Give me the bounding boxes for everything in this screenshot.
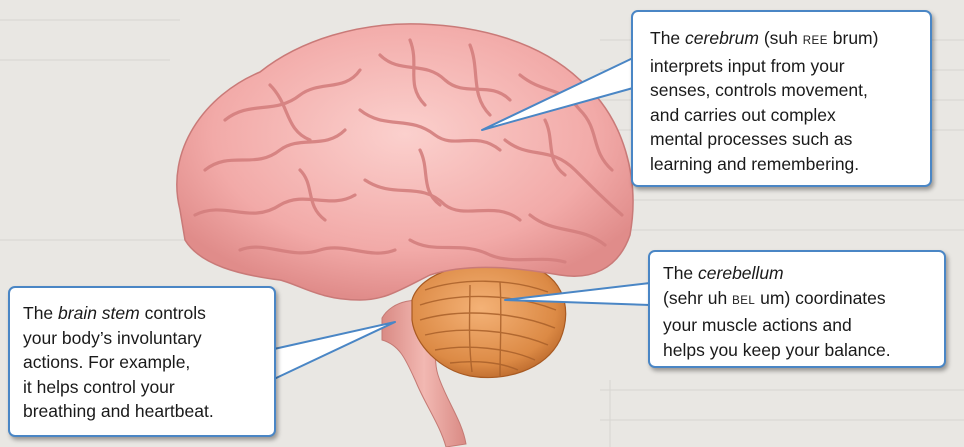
brainstem-callout: The brain stem controls your body’s invo… (8, 286, 276, 437)
cerebellum-line-4: helps you keep your balance. (663, 339, 891, 360)
cerebellum-stressed-syllable: BEL (732, 294, 756, 307)
cerebrum-line-3: senses, controls movement, (650, 80, 868, 100)
cerebrum-line-6: learning and remembering. (650, 153, 860, 174)
cerebellum-line-1: The cerebellum (663, 261, 938, 286)
brainstem-line-3: actions. For example, (23, 352, 191, 372)
cerebrum-line-2: interprets input from your (650, 55, 845, 76)
cerebrum-stressed-syllable: REE (802, 35, 828, 47)
cerebellum-shape (411, 262, 567, 379)
cerebellum-pointer (504, 282, 651, 306)
cerebrum-pointer (481, 57, 634, 131)
cerebellum-text: The (663, 263, 699, 283)
cerebrum-callout: The cerebrum (suh REE brum) interprets i… (631, 10, 932, 187)
cerebellum-term: cerebellum (698, 263, 784, 283)
brainstem-text: The (23, 303, 59, 323)
brainstem-line-2: your body’s involuntary (23, 327, 202, 348)
cerebrum-text: The (650, 28, 686, 48)
cerebellum-line-2: (sehr uh BEL um) coordinates (663, 286, 938, 314)
brainstem-line-5: breathing and heartbeat. (23, 401, 214, 421)
cerebrum-term: cerebrum (685, 28, 759, 48)
cerebrum-pronunciation-start: (suh (758, 28, 803, 48)
cerebellum-pronunciation-end: um) coordinates (755, 287, 886, 308)
brainstem-text-end: controls (139, 303, 206, 323)
cerebrum-line-4: and carries out complex (650, 104, 836, 125)
cerebellum-callout: The cerebellum (sehr uh BEL um) coordina… (648, 250, 946, 368)
brainstem-line-4: it helps control your (23, 376, 175, 397)
cerebrum-shape (176, 23, 634, 301)
cerebellum-line-3: your muscle actions and (663, 315, 852, 335)
brainstem-line-1: The brain stem controls (23, 301, 268, 326)
cerebrum-line-5: mental processes such as (650, 129, 853, 149)
cerebrum-line-1: The cerebrum (suh REE brum) (650, 26, 922, 54)
cerebrum-pronunciation-end: brum) (827, 28, 879, 48)
brainstem-pointer (273, 321, 396, 380)
cerebellum-pronunciation-start: (sehr uh (663, 287, 733, 308)
brainstem-term: brain stem (58, 303, 140, 323)
